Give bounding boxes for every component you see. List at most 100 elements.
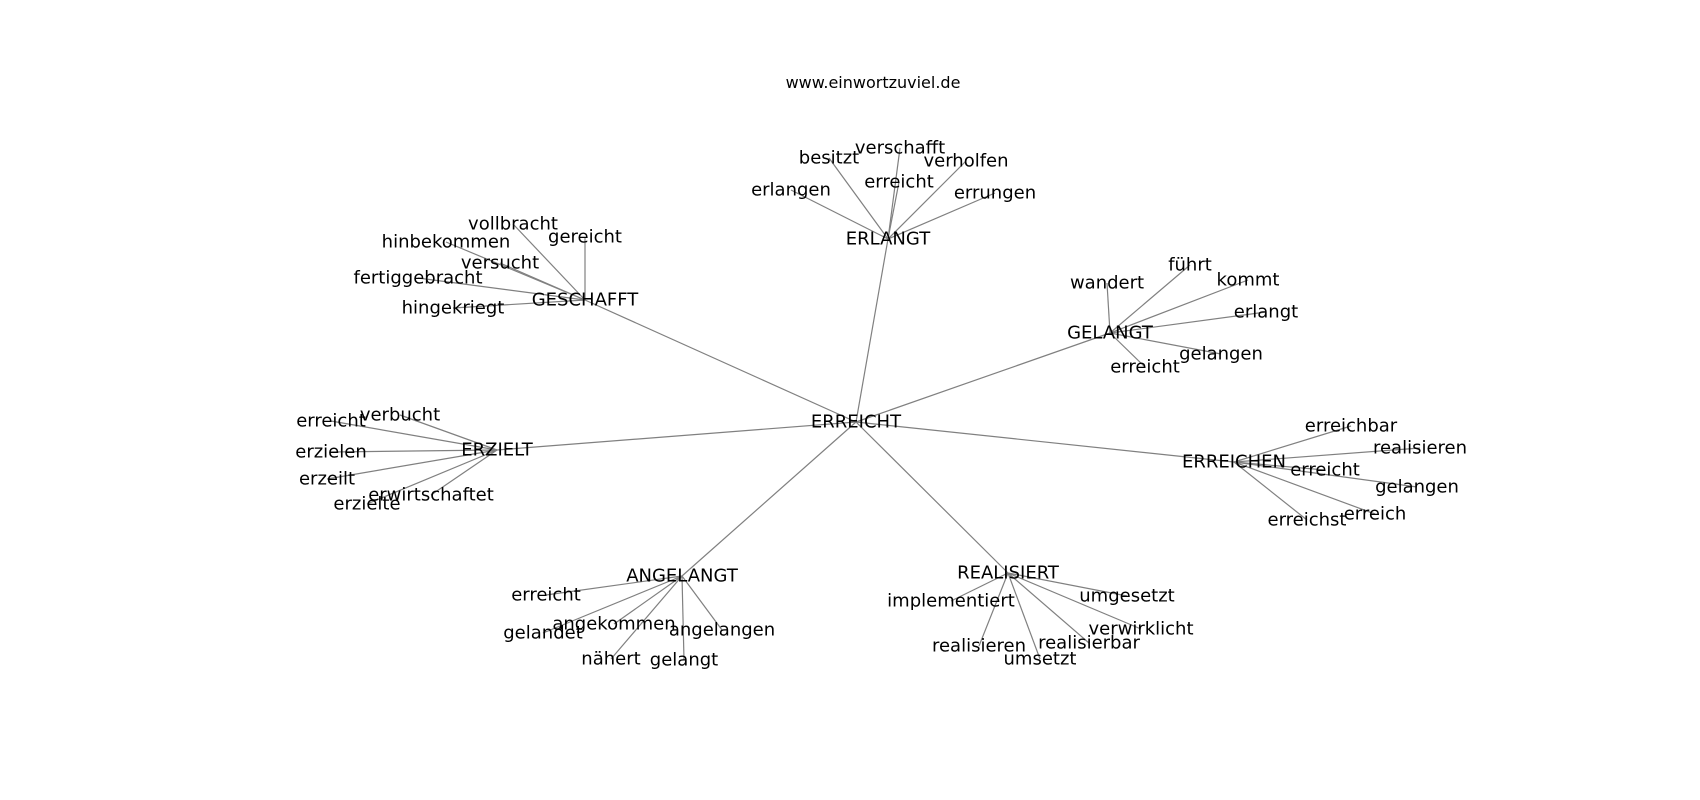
leaf-node-gelangt-erlangt: erlangt bbox=[1234, 302, 1298, 323]
hub-node-erreichen: ERREICHEN bbox=[1182, 452, 1286, 473]
edge-root-geschafft bbox=[584, 299, 857, 423]
leaf-node-erreichen-erreicht: erreicht bbox=[1290, 460, 1360, 481]
edge-erzielt-verbucht bbox=[399, 414, 498, 451]
leaf-node-angelangt-angekommen: angekommen bbox=[552, 614, 675, 635]
leaf-node-angelangt-gelandet: gelandet bbox=[503, 623, 583, 644]
leaf-node-gelangt-erreicht: erreicht bbox=[1110, 357, 1180, 378]
edge-erlangt-verholfen bbox=[887, 160, 967, 240]
leaf-node-erreichen-erreich: erreich bbox=[1344, 504, 1407, 525]
edge-erlangt-besitzt bbox=[828, 157, 889, 240]
leaf-node-erlangt-verschafft: verschafft bbox=[855, 138, 945, 159]
edge-gelangt-erreicht bbox=[1109, 332, 1146, 368]
leaf-node-realisiert-verwirklicht: verwirklicht bbox=[1088, 619, 1193, 640]
leaf-node-angelangt-angelangen: angelangen bbox=[669, 620, 775, 641]
leaf-node-gelangt-kommt: kommt bbox=[1217, 270, 1280, 291]
hub-node-angelangt: ANGELANGT bbox=[626, 566, 739, 587]
leaf-node-erzielt-verbucht: verbucht bbox=[360, 405, 440, 426]
leaf-node-erlangt-erlangen: erlangen bbox=[751, 180, 831, 201]
leaf-node-geschafft-gereicht: gereicht bbox=[548, 227, 622, 248]
hub-node-realisiert: REALISIERT bbox=[957, 563, 1060, 584]
edge-erreichen-erreichst bbox=[1233, 461, 1308, 521]
site-label: www.einwortzuviel.de bbox=[786, 73, 961, 92]
leaf-node-erzielt-erzeilt: erzeilt bbox=[299, 469, 355, 490]
hub-node-gelangt: GELANGT bbox=[1067, 323, 1154, 344]
leaf-node-erreichen-realisieren: realisieren bbox=[1373, 438, 1467, 459]
edge-gelangt-wandert bbox=[1106, 282, 1111, 334]
edges-layer bbox=[326, 147, 1421, 661]
edge-gelangt-erlangt bbox=[1109, 311, 1267, 334]
leaf-node-geschafft-hingekriegt: hingekriegt bbox=[402, 298, 505, 319]
edge-erlangt-errungen bbox=[887, 192, 996, 240]
leaf-node-erzielt-erwirtschaftet: erwirtschaftet bbox=[368, 485, 494, 506]
edge-realisiert-realisieren bbox=[978, 572, 1009, 647]
edge-geschafft-vollbracht bbox=[512, 223, 586, 301]
leaf-node-erlangt-erreicht: erreicht bbox=[864, 172, 934, 193]
edge-angelangt-angekommen bbox=[613, 575, 683, 625]
leaf-node-erlangt-besitzt: besitzt bbox=[799, 148, 859, 169]
edge-gelangt-fuehrt bbox=[1109, 264, 1191, 334]
edge-erreichen-realisieren bbox=[1233, 447, 1421, 463]
leaf-node-angelangt-erreicht: erreicht bbox=[511, 585, 581, 606]
leaf-node-realisiert-umsetzt: umsetzt bbox=[1004, 649, 1077, 670]
edge-realisiert-verwirklicht bbox=[1007, 572, 1142, 630]
leaf-node-erzielt-erzielen: erzielen bbox=[295, 442, 366, 463]
edge-erzielt-erzeilt bbox=[326, 449, 498, 480]
edge-angelangt-erreicht bbox=[545, 575, 683, 596]
leaf-node-realisiert-realisieren: realisieren bbox=[932, 636, 1026, 657]
leaf-node-erreichen-erreichbar: erreichbar bbox=[1305, 416, 1398, 437]
edge-angelangt-angelangen bbox=[681, 575, 723, 631]
edge-geschafft-fertiggebracht bbox=[417, 277, 586, 301]
edge-geschafft-hingekriegt bbox=[452, 299, 586, 309]
edge-root-realisiert bbox=[855, 421, 1009, 574]
edge-erzielt-erreicht bbox=[330, 420, 498, 451]
leaf-node-gelangt-fuehrt: führt bbox=[1168, 255, 1212, 276]
edge-erreichen-erreicht bbox=[1233, 461, 1326, 471]
edge-root-gelangt bbox=[855, 332, 1111, 423]
leaf-node-realisiert-umgesetzt: umgesetzt bbox=[1079, 586, 1174, 607]
leaf-node-geschafft-hinbekommen: hinbekommen bbox=[382, 232, 511, 253]
edge-geschafft-versucht bbox=[499, 262, 586, 301]
leaf-node-gelangt-gelangen: gelangen bbox=[1179, 344, 1263, 365]
hub-node-erzielt: ERZIELT bbox=[461, 440, 533, 461]
leaf-node-erreichen-erreichst: erreichst bbox=[1268, 510, 1347, 531]
leaf-node-erreichen-gelangen: gelangen bbox=[1375, 477, 1459, 498]
leaf-node-angelangt-gelangt: gelangt bbox=[650, 650, 718, 671]
edge-erreichen-gelangen bbox=[1233, 461, 1418, 488]
leaf-node-erzielt-erreicht: erreicht bbox=[296, 411, 366, 432]
leaf-node-angelangt-naehert: nähert bbox=[581, 649, 640, 670]
edge-angelangt-gelandet bbox=[542, 575, 683, 634]
hub-node-geschafft: GESCHAFFT bbox=[532, 290, 640, 311]
hub-node-erlangt: ERLANGT bbox=[846, 229, 931, 250]
edge-root-erreichen bbox=[855, 421, 1235, 463]
edge-realisiert-umgesetzt bbox=[1007, 572, 1128, 597]
edge-gelangt-kommt bbox=[1109, 279, 1249, 334]
edge-root-erlangt bbox=[855, 238, 889, 423]
edge-realisiert-realisierbar bbox=[1007, 572, 1090, 644]
edge-erlangt-erreicht bbox=[887, 181, 900, 240]
leaf-node-realisiert-realisierbar: realisierbar bbox=[1038, 633, 1140, 654]
leaf-node-geschafft-vollbracht: vollbracht bbox=[468, 214, 558, 235]
leaf-node-realisiert-implementiert: implementiert bbox=[887, 591, 1015, 612]
leaf-node-erlangt-verholfen: verholfen bbox=[923, 151, 1008, 172]
edge-erzielt-erwirtschaftet bbox=[430, 449, 498, 496]
edge-erzielt-erzielen bbox=[330, 449, 498, 453]
edge-erzielt-erzielte bbox=[366, 449, 498, 505]
edge-erlangt-erlangen bbox=[790, 189, 889, 240]
leaf-node-gelangt-wandert: wandert bbox=[1070, 273, 1144, 294]
edge-angelangt-gelangt bbox=[681, 575, 685, 661]
edge-realisiert-implementiert bbox=[950, 572, 1009, 602]
leaf-node-geschafft-fertiggebracht: fertiggebracht bbox=[353, 268, 482, 289]
edge-angelangt-naehert bbox=[610, 575, 683, 660]
leaf-node-erzielt-erzielte: erzielte bbox=[333, 494, 400, 515]
edge-gelangt-gelangen bbox=[1109, 332, 1222, 355]
edge-root-angelangt bbox=[681, 421, 857, 577]
edge-root-erzielt bbox=[496, 421, 857, 451]
root-node: ERREICHT bbox=[811, 412, 902, 433]
edge-erlangt-verschafft bbox=[887, 147, 901, 240]
edge-erreichen-erreichbar bbox=[1233, 425, 1352, 463]
edge-erreichen-erreich bbox=[1233, 461, 1376, 515]
leaf-node-geschafft-versucht: versucht bbox=[461, 253, 539, 274]
leaf-node-erlangt-errungen: errungen bbox=[954, 183, 1036, 204]
